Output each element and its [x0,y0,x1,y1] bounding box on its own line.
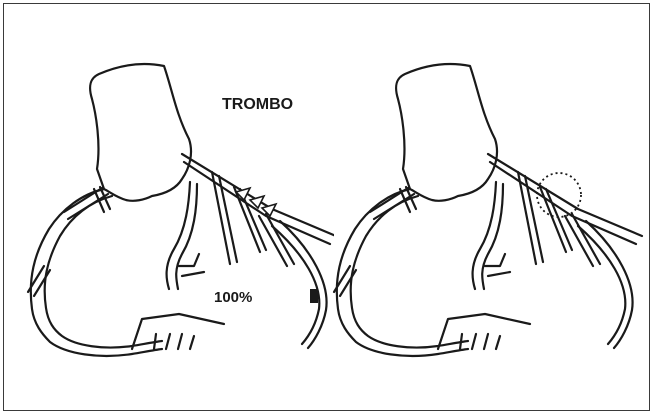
left-main-artery [488,154,642,244]
circumflex-artery [167,182,197,289]
thrombus-label: TROMBO [222,96,293,114]
marginal-branch [485,254,510,276]
marginal-branch [179,254,204,276]
thrombus-marker [236,188,276,216]
aortic-root-outline [396,64,497,201]
septal-branch-2 [259,214,294,266]
occlusion-marker [310,289,318,303]
figure-frame: TROMBO 100% [3,3,650,411]
coronary-diagram-thrombus [4,4,334,409]
circumflex-artery [473,182,503,289]
aortic-root-outline [90,64,191,201]
right-coronary-artery [31,189,162,356]
septal-branch-2 [565,214,600,266]
right-coronary-artery [337,189,468,356]
occlusion-percent-label: 100% [214,289,252,306]
coronary-diagram-reperfused [320,4,650,409]
